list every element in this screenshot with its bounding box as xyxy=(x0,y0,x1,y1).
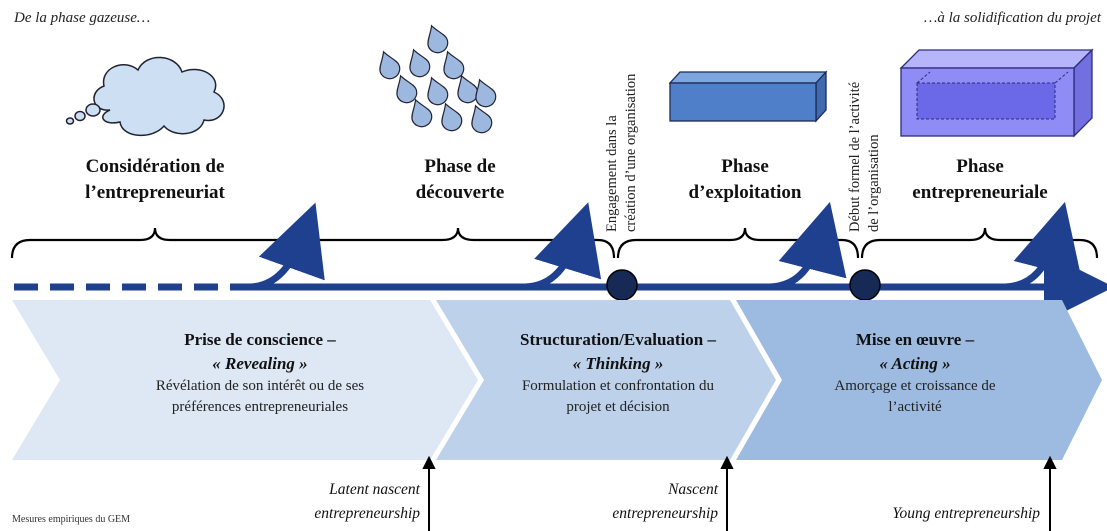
stage-revealing-keyword: « Revealing » xyxy=(212,354,308,373)
stage-acting-desc-2: l’activité xyxy=(888,399,942,415)
phase-braces xyxy=(10,227,1099,259)
chevron-stage-1 xyxy=(12,300,478,460)
stage-revealing: Prise de conscience – « Revealing » Révé… xyxy=(90,328,430,418)
measure-arrows xyxy=(422,455,1057,531)
stage-revealing-desc-2: préférences entrepreneuriales xyxy=(171,399,349,415)
water-drop xyxy=(471,104,493,134)
transition-arrow-4 xyxy=(1004,201,1082,291)
transition-arrow-3 xyxy=(769,201,847,291)
water-drop xyxy=(441,102,463,132)
brace-3 xyxy=(616,227,860,259)
water-drops-icon xyxy=(379,24,497,134)
rectangular-bar-icon xyxy=(668,70,828,123)
stage-thinking-desc-1: Formulation et confrontation du xyxy=(521,378,715,394)
stage-thinking: Structuration/Evaluation – « Thinking » … xyxy=(478,328,758,418)
transition-arrow-2 xyxy=(524,202,602,291)
brace-4 xyxy=(860,227,1099,259)
chevron-stage-3 xyxy=(736,300,1102,460)
milestone-dot-2 xyxy=(849,269,881,301)
measure-young: Young entrepreneurship xyxy=(892,505,1040,522)
brace-1 xyxy=(10,227,302,259)
stage-revealing-desc-1: Révélation de son intérêt ou de ses xyxy=(155,378,365,394)
water-drop xyxy=(379,50,401,80)
stage-acting-desc-1: Amorçage et croissance de xyxy=(834,378,996,394)
water-drop xyxy=(475,78,497,108)
water-drop xyxy=(409,48,431,78)
stage-acting-title: Mise en œuvre – xyxy=(855,330,975,349)
water-drop xyxy=(427,76,449,106)
footnote: Mesures empiriques du GEM xyxy=(12,514,131,525)
left-corner-note: De la phase gazeuse… xyxy=(14,10,151,26)
water-drop xyxy=(427,24,449,54)
stage-revealing-title: Prise de conscience – xyxy=(184,330,336,349)
right-corner-note: …à la solidification du projet xyxy=(924,10,1101,26)
water-drop xyxy=(411,98,433,128)
stage-thinking-desc-2: projet et décision xyxy=(566,399,670,415)
stage-acting: Mise en œuvre – « Acting » Amorçage et c… xyxy=(795,328,1035,418)
cube-icon xyxy=(899,48,1094,138)
transition-arrow-1 xyxy=(249,202,325,291)
transition-arrows xyxy=(249,201,1082,291)
water-drop xyxy=(443,50,465,80)
stage-acting-keyword: « Acting » xyxy=(879,354,951,373)
milestone-dot-1 xyxy=(606,269,638,301)
stage-thinking-keyword: « Thinking » xyxy=(572,354,664,373)
cloud-icon xyxy=(65,56,225,137)
water-drop xyxy=(396,74,418,104)
stage-thinking-title: Structuration/Evaluation – xyxy=(520,330,716,349)
chevron-stage-2 xyxy=(436,300,776,460)
water-drop xyxy=(457,74,479,104)
